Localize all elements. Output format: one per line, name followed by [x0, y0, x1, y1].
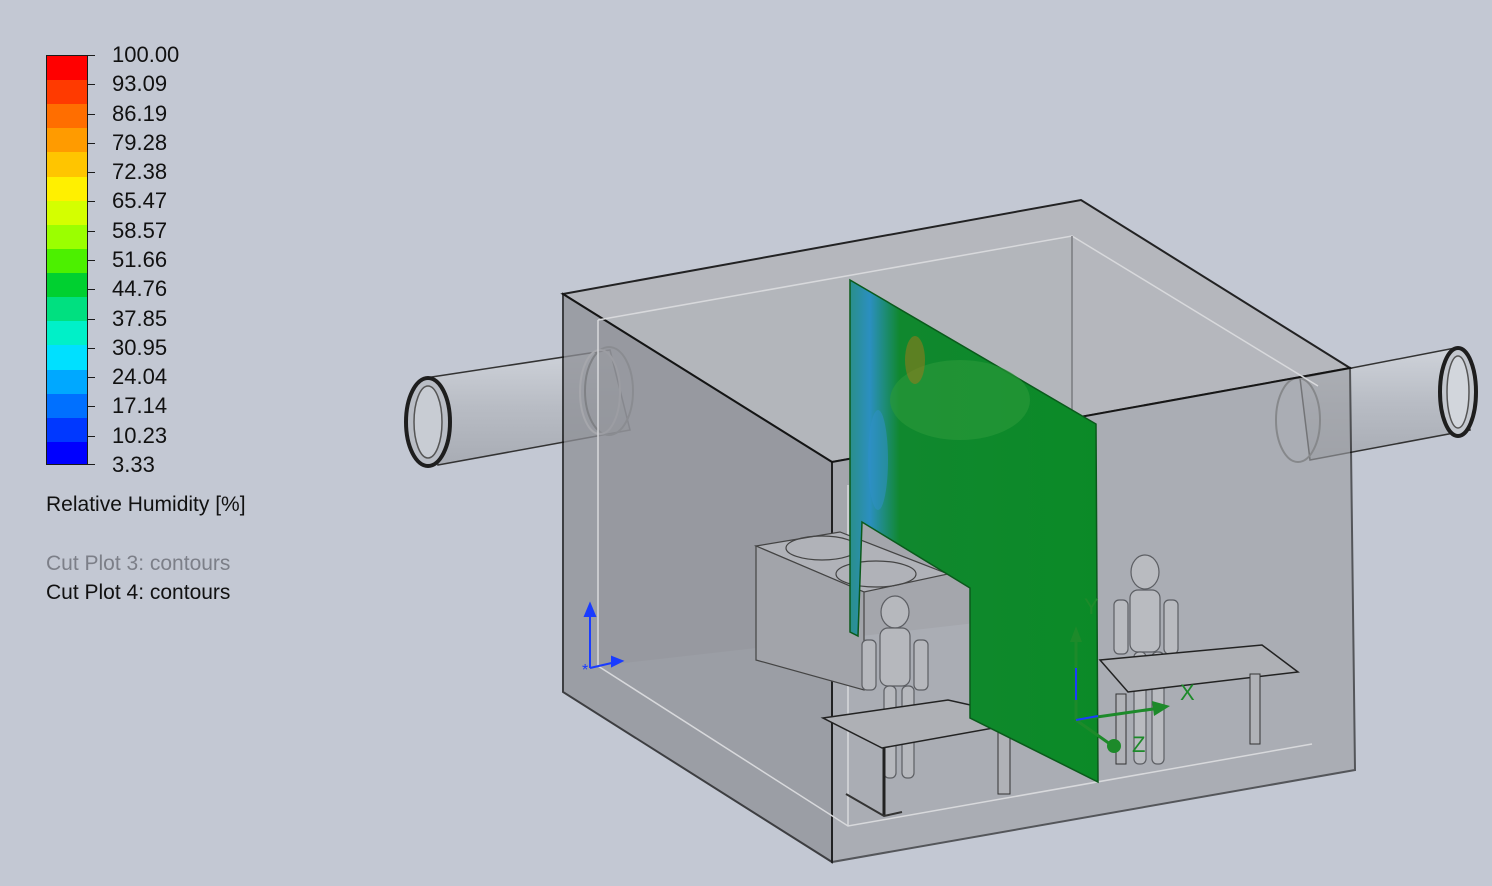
legend-tick-label: 30.95 — [112, 334, 168, 360]
legend-band — [47, 104, 87, 129]
legend-tick-mark — [87, 406, 95, 408]
legend-tick-mark — [87, 464, 95, 465]
svg-text:*: * — [582, 662, 588, 679]
legend-tick-label: 72.38 — [112, 159, 168, 185]
legend-tick-label: 44.76 — [112, 276, 168, 302]
axis-y-label: Y — [1084, 594, 1099, 619]
legend-band — [47, 248, 87, 274]
legend-tick-label: 100.00 — [112, 42, 180, 67]
legend-tick-mark — [87, 347, 95, 349]
legend-tick-mark — [87, 435, 95, 437]
legend-tick-mark — [87, 377, 95, 379]
legend-tick-mark — [87, 260, 95, 261]
desk-right — [1098, 644, 1300, 765]
legend-band — [47, 393, 87, 419]
legend-band — [47, 417, 87, 443]
color-legend[interactable]: 100.00 93.09 86.19 79.28 72.38 65.47 58.57 51.6… — [46, 44, 346, 615]
legend-tick-mark — [87, 142, 95, 144]
axis-z-label: Z — [1132, 732, 1145, 757]
legend-tick-mark — [87, 201, 95, 203]
coordinate-triad: Y X Z — [1070, 594, 1195, 757]
legend-band — [47, 176, 87, 202]
legend-tick-label: 51.66 — [112, 247, 168, 272]
legend-quantity-title: Relative Humidity [%] — [46, 493, 246, 516]
legend-band — [47, 297, 87, 322]
legend-tick-label: 65.47 — [112, 188, 168, 214]
legend-band — [47, 345, 87, 371]
legend-band — [47, 128, 87, 153]
cut-plot-plane[interactable] — [849, 278, 1099, 784]
legend-band — [47, 369, 87, 395]
legend-tick-label: 86.19 — [112, 100, 168, 126]
legend-tick-label: 10.23 — [112, 422, 168, 448]
legend-tick-mark — [87, 84, 95, 86]
legend-tick-mark — [87, 318, 95, 320]
origin-triad-small: * — [582, 601, 625, 679]
legend-tick-label: 3.33 — [112, 452, 155, 477]
legend-tick-mark — [87, 230, 95, 232]
cut-plot-3-entry[interactable]: Cut Plot 3: contours — [46, 552, 231, 575]
legend-tick-mark — [87, 55, 95, 56]
legend-band — [47, 56, 87, 81]
legend-tick-label: 17.14 — [112, 393, 168, 419]
legend-colorbar — [46, 55, 88, 465]
legend-tick-mark — [87, 289, 95, 291]
legend-tick-mark — [87, 113, 95, 115]
legend-tick-label: 24.04 — [112, 364, 168, 390]
legend-band — [47, 152, 87, 178]
legend-tick-mark — [87, 172, 95, 174]
legend-band — [47, 80, 87, 105]
legend-band — [47, 441, 87, 464]
legend-band — [47, 273, 87, 298]
legend-tick-label: 79.28 — [112, 129, 168, 155]
legend-tick-label: 58.57 — [112, 217, 168, 243]
legend-tick-label: 37.85 — [112, 305, 168, 331]
legend-band — [47, 224, 87, 250]
legend-tick-label: 93.09 — [112, 71, 168, 97]
axis-x-label: X — [1180, 680, 1195, 705]
legend-band — [47, 200, 87, 226]
legend-band — [47, 321, 87, 346]
cut-plot-4-entry[interactable]: Cut Plot 4: contours — [46, 581, 231, 604]
